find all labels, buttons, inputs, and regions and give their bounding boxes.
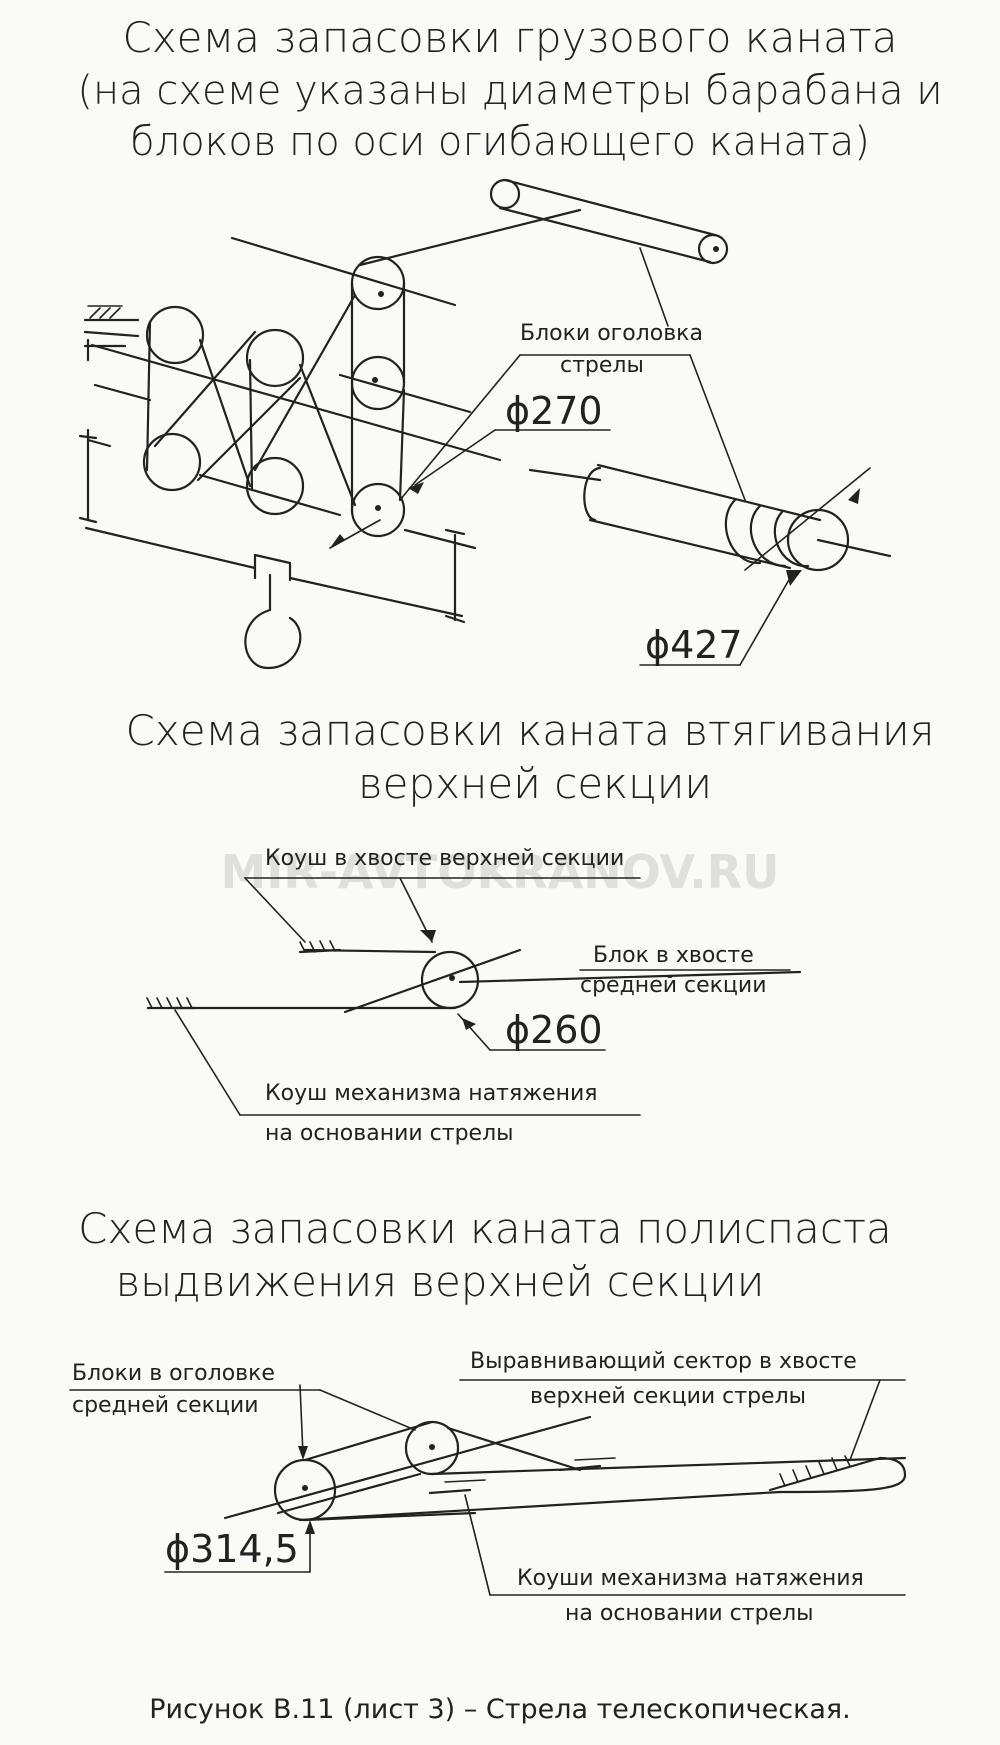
label-sector-line2: верхней секции стрелы (530, 1384, 806, 1409)
hook-block (84, 526, 466, 670)
sheave-mid-top (245, 328, 305, 388)
figure-caption: Рисунок В.11 (лист 3) – Стрела телескопи… (149, 1694, 851, 1725)
dim-extension-block: ϕ314,5 (165, 1527, 299, 1571)
watermark: MIR-AVTOKRANOV.RU (221, 845, 780, 899)
section-retraction-rope: Схема запасовки каната втягивания верхне… (126, 706, 935, 1146)
dim-head-blocks: ϕ270 (505, 389, 603, 433)
section-extension-pulley: Схема запасовки каната полиспаста выдвиж… (69, 1204, 907, 1626)
extension-rope-path (223, 1415, 907, 1522)
dim-270-leaders (329, 247, 746, 549)
label-thimbles-line2: на основании стрелы (565, 1601, 814, 1626)
dim-drum: ϕ427 (645, 623, 743, 667)
section1-title-line2: (на схеме указаны диаметры барабана и (77, 68, 942, 114)
top-drum (489, 178, 729, 265)
sheave-left-bottom (142, 432, 202, 492)
label-head-blocks-mid-line1: Блоки в оголовке (72, 1361, 275, 1386)
sheave-left-top (145, 305, 205, 365)
label-tension-line1: Коуш механизма натяжения (265, 1081, 598, 1106)
label-head-blocks-line2: стрелы (560, 353, 644, 378)
label-thimble-top: Коуш в хвосте верхней секции (265, 846, 624, 871)
section2-title-line1: Схема запасовки каната втягивания (126, 706, 935, 755)
thimble-hatches (428, 1455, 851, 1495)
label-block-tail-line2: средней секции (580, 973, 767, 998)
dim-retraction-block: ϕ260 (505, 1008, 603, 1052)
section3-title-line1: Схема запасовки каната полиспаста (78, 1204, 892, 1253)
leader-thimbles (464, 1494, 491, 1596)
label-sector-line1: Выравнивающий сектор в хвосте (470, 1349, 857, 1374)
section1-title-line1: Схема запасовки грузового каната (123, 13, 898, 62)
section2-title-line2: верхней секции (358, 759, 712, 808)
label-block-tail-line1: Блок в хвосте (593, 943, 754, 968)
section-hoist-rope: Схема запасовки грузового каната (на схе… (77, 13, 943, 670)
winch-drum-cylinder (528, 463, 892, 666)
leader-tension-thimble (174, 1009, 241, 1116)
label-thimbles-line1: Коуши механизма натяжения (517, 1566, 864, 1591)
thimble-base-hatch (146, 997, 197, 1010)
thimble-top-hatch (298, 940, 342, 954)
winch-drum (78, 305, 140, 524)
sheaves-group (142, 255, 406, 538)
axle-lines (86, 236, 502, 550)
label-head-blocks-line1: Блоки оголовка (520, 321, 703, 346)
label-tension-line2: на основании стрелы (265, 1121, 514, 1146)
section1-title-line3: блоков по оси огибающего каната) (130, 119, 870, 165)
hoist-rope-path (145, 208, 582, 514)
label-head-blocks-mid-line2: средней секции (72, 1393, 259, 1418)
section3-title-line2: выдвижения верхней секции (116, 1257, 765, 1306)
sheave-mid-bottom (245, 456, 305, 516)
sheave-head-mid (350, 355, 406, 411)
